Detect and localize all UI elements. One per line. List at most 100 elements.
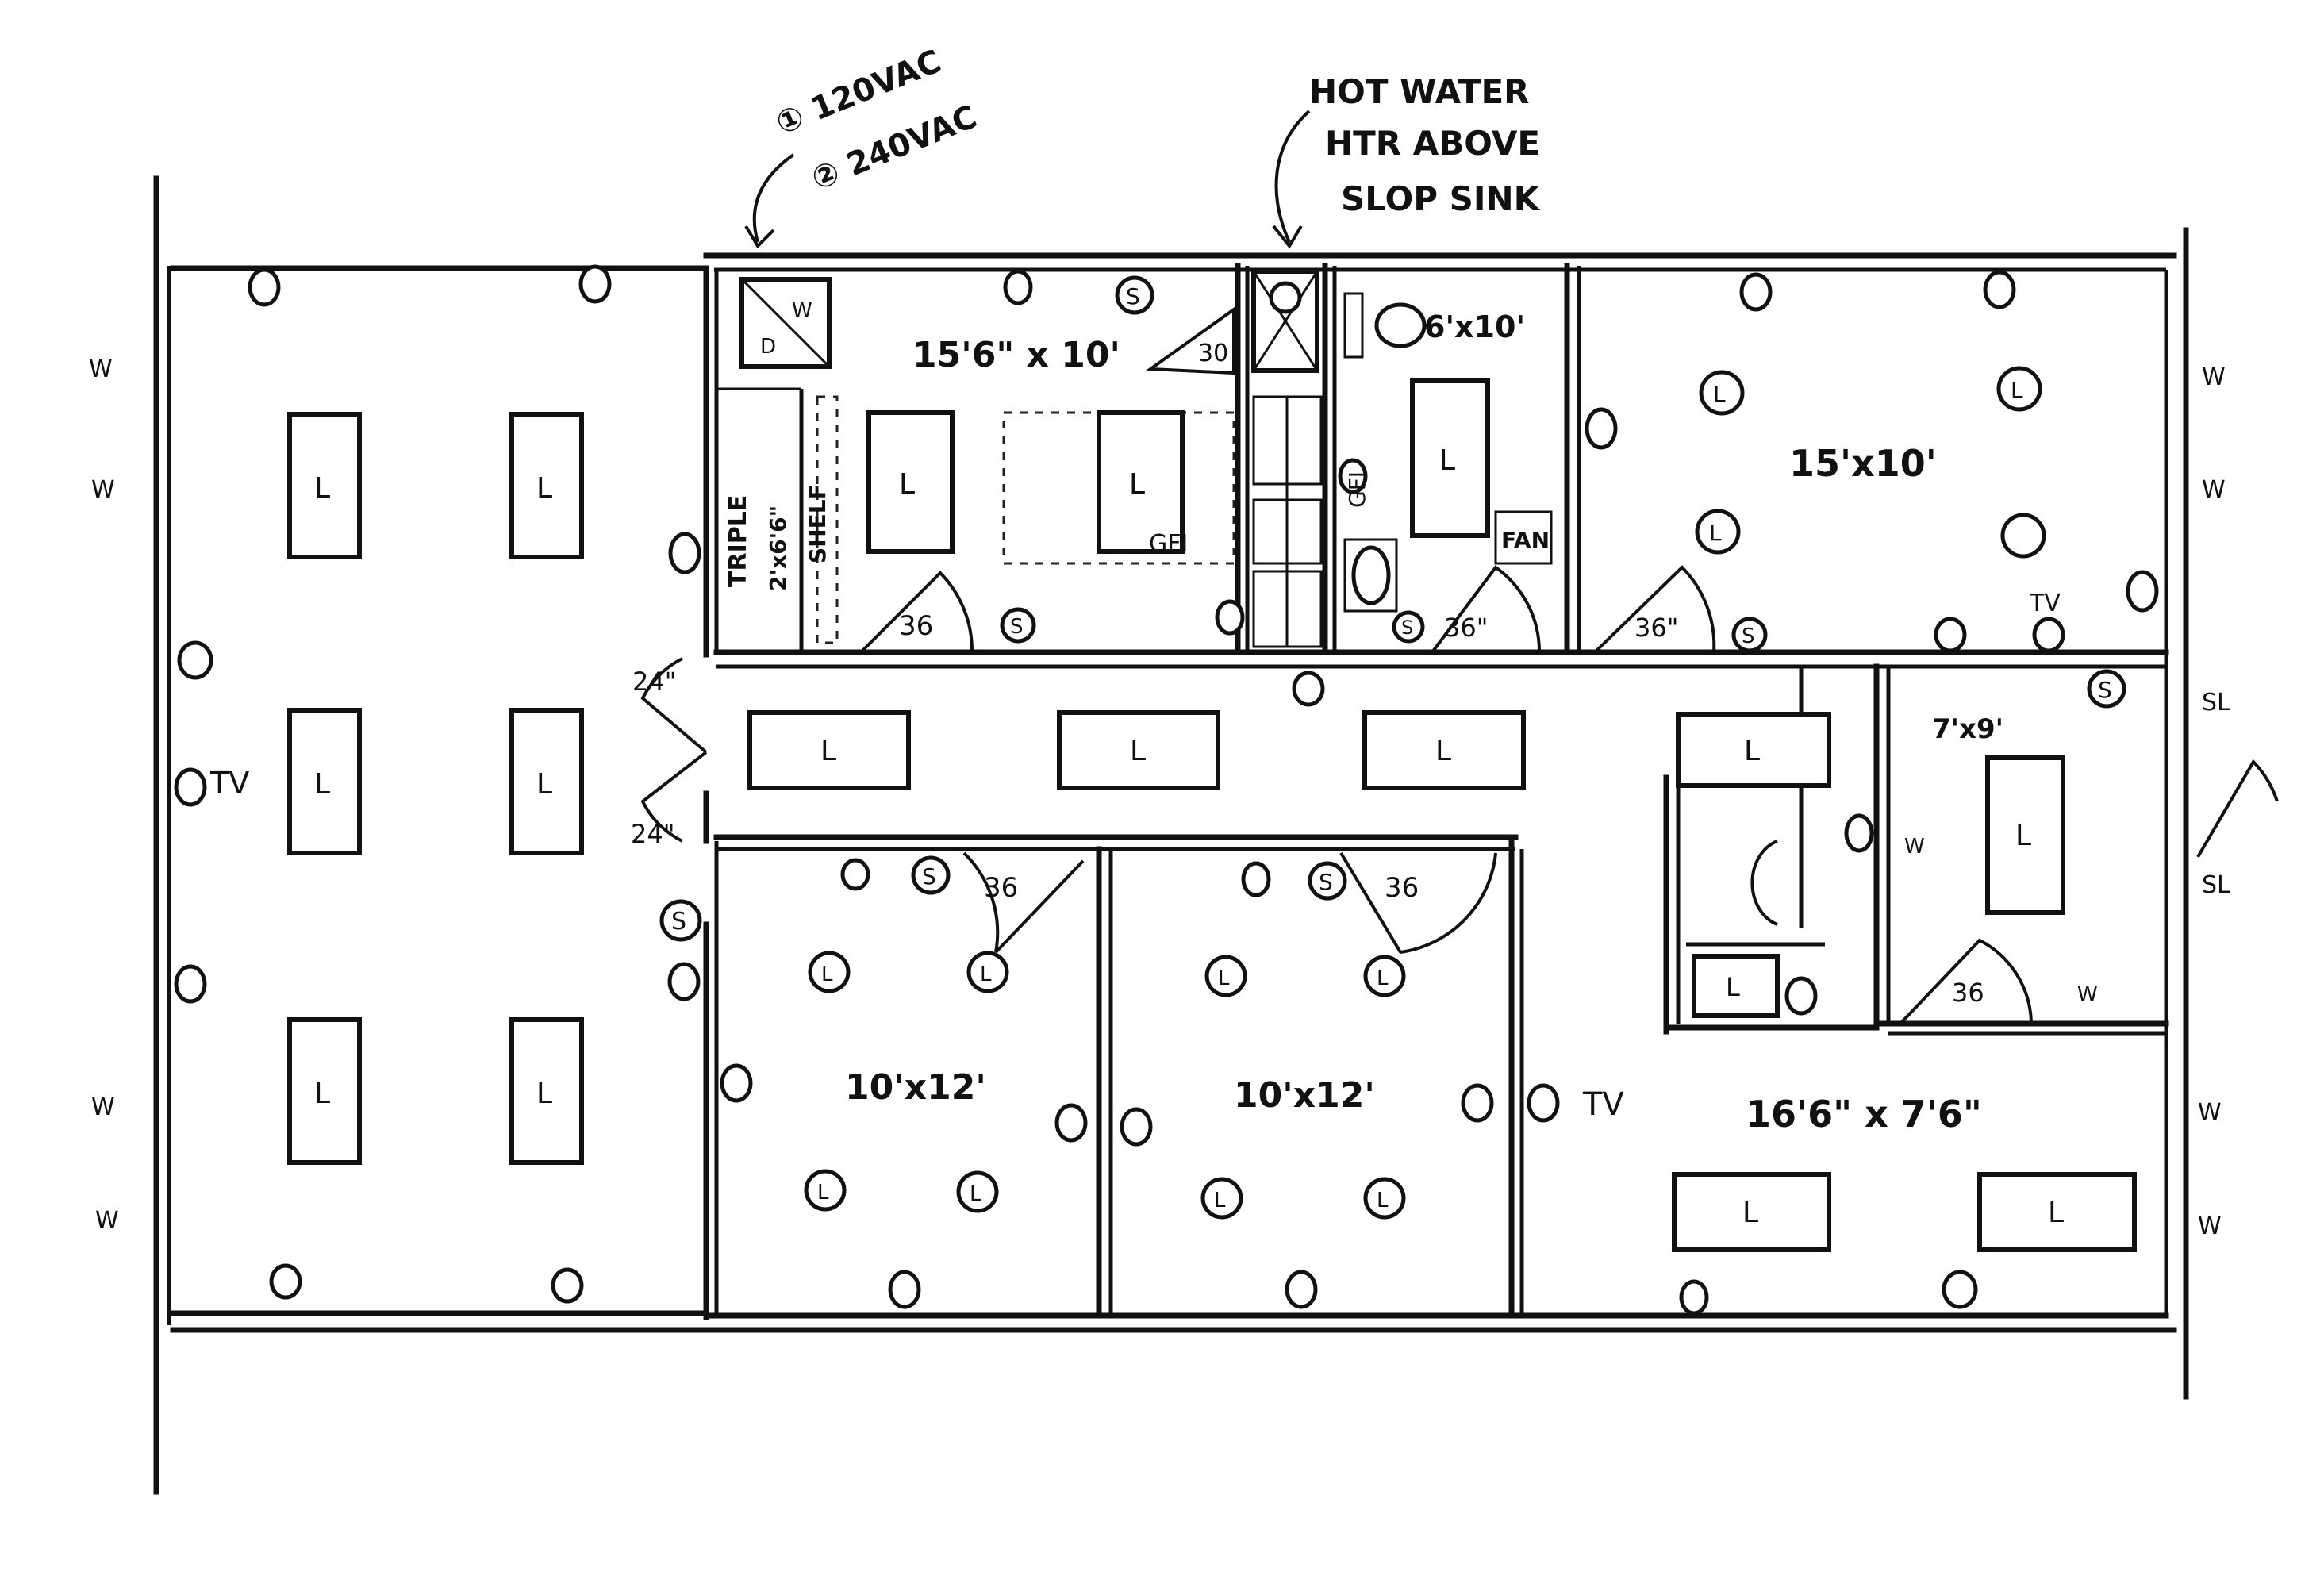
light-fixture-labels: L L L L L L L L L L L L L L L L L [314, 444, 2064, 1229]
tv-gfi-labels: TV TV TV GFI GFI [209, 471, 2061, 1123]
hot-water-line3: SLOP SINK [1341, 179, 1541, 218]
triple-size-label: 2'x6'6" [765, 505, 791, 591]
door-size-label: 36" [1634, 613, 1678, 643]
power-annotation: ① 120VAC ② 240VAC [744, 43, 982, 249]
light-fixture [509, 412, 584, 559]
door-size-label: 24" [631, 819, 674, 849]
window-label: W [95, 1207, 119, 1235]
round-lights [804, 366, 2046, 1220]
light-fixture [1692, 954, 1780, 1018]
light-label: L [314, 472, 330, 505]
room-size-bathroom: 6'x10' [1424, 309, 1525, 344]
light-label: L [536, 472, 552, 505]
room-size-office-sw2: 10'x12' [1234, 1075, 1375, 1116]
sidelight-label: SL [2202, 871, 2230, 899]
window-label: W [1904, 835, 1925, 859]
switch-label: S [1010, 615, 1024, 639]
bathroom-fixtures: FAN [1343, 292, 1553, 613]
light-fixtures [287, 378, 2137, 1252]
round-light-labels: L L L L L L L L L L L [817, 377, 2023, 1212]
light-fixture [1985, 755, 2065, 915]
light-fixture [747, 710, 911, 790]
switch-label: S [1319, 869, 1333, 895]
light-label: L [1726, 972, 1740, 1002]
triple-label: TRIPLE [724, 495, 752, 587]
light-label: L [536, 1078, 552, 1110]
shelving: TRIPLE 2'x6'6" SHELF [724, 395, 1235, 644]
door-size-labels: 36 30 36" 36" 36 36 36 24" 24" [631, 340, 1984, 1008]
room-size-7x9: 7'x9' [1932, 713, 2003, 745]
room-size-labels: 15'6" x 10' 6'x10' 15'x10' 7'x9' 10'x12'… [845, 309, 2003, 1135]
light-label: L [1742, 1197, 1758, 1229]
gfi-label: GFI [1344, 471, 1370, 508]
switch-label: S [2098, 677, 2112, 703]
light-label: L [817, 1181, 829, 1205]
light-fixture [509, 708, 584, 855]
light-label: L [314, 1078, 330, 1110]
window-label: W [2198, 1212, 2222, 1240]
shelf-label: SHELF [805, 484, 831, 563]
room-size-se: 16'6" x 7'6" [1746, 1093, 1982, 1135]
switch-labels: S S S S S S S S [671, 283, 2112, 936]
cabinet-column [1252, 395, 1323, 648]
window-label: W [2077, 983, 2098, 1007]
switches [659, 275, 2126, 942]
interior-walls [703, 263, 2169, 1320]
light-fixture [1672, 1172, 1831, 1252]
door-size-label: 36 [1952, 978, 1984, 1008]
gfi-label: GFI [1149, 530, 1188, 558]
light-label: L [1439, 444, 1455, 477]
washer-dryer: W D [739, 277, 832, 369]
light-label: L [1435, 735, 1451, 767]
light-label: L [2015, 820, 2031, 852]
switch-label: S [1742, 624, 1755, 648]
light-label: L [536, 768, 552, 801]
light-label: L [1713, 381, 1726, 407]
tv-label: TV [2029, 590, 2061, 617]
light-label: L [1129, 468, 1145, 501]
switch-label: S [1126, 283, 1140, 309]
door-size-label: 36 [899, 610, 933, 642]
light-fixture [1676, 712, 1831, 788]
light-label: L [1130, 735, 1146, 767]
hot-water-line1: HOT WATER [1309, 72, 1530, 111]
switch-label: S [1401, 617, 1413, 639]
light-fixture [1410, 378, 1490, 538]
tv-label: TV [1582, 1086, 1624, 1123]
tv-label: TV [209, 766, 249, 801]
window-label: W [89, 355, 113, 383]
window-label: W [2202, 476, 2226, 504]
receptacles [174, 264, 2159, 1316]
fan-label: FAN [1501, 527, 1550, 553]
light-fixture [287, 1017, 362, 1165]
washer-label: W [792, 299, 812, 323]
light-label: L [1709, 520, 1722, 546]
door-size-label: 24" [632, 667, 676, 697]
door-size-label: 30 [1198, 340, 1228, 367]
light-label: L [899, 468, 915, 501]
light-label: L [820, 735, 836, 767]
light-fixture [509, 1017, 584, 1165]
door-size-label: 36 [1385, 872, 1419, 904]
room-size-office-ne: 15'x10' [1789, 442, 1937, 485]
light-label: L [2048, 1197, 2064, 1229]
room-size-office-sw1: 10'x12' [845, 1067, 986, 1108]
light-label: L [980, 963, 992, 986]
door-size-label: 36 [984, 872, 1018, 904]
light-label: L [1744, 735, 1760, 767]
light-fixture [866, 410, 955, 554]
light-label: L [1377, 1189, 1389, 1212]
doors [640, 306, 2279, 1025]
hot-water-annotation: HOT WATER HTR ABOVE SLOP SINK [1272, 72, 1541, 249]
light-label: L [1214, 1189, 1226, 1212]
light-label: L [821, 963, 833, 986]
light-fixture [1057, 710, 1220, 790]
sidelight-label: SL [2202, 689, 2230, 717]
window-label: W [2202, 363, 2226, 391]
door-size-label: 36" [1444, 613, 1488, 643]
switch-label: S [922, 863, 936, 890]
light-fixture [1097, 410, 1185, 554]
light-fixture [1977, 1172, 2137, 1252]
window-labels: W W W W W W W W W W SL SL [89, 355, 2230, 1240]
light-label: L [1377, 966, 1389, 990]
